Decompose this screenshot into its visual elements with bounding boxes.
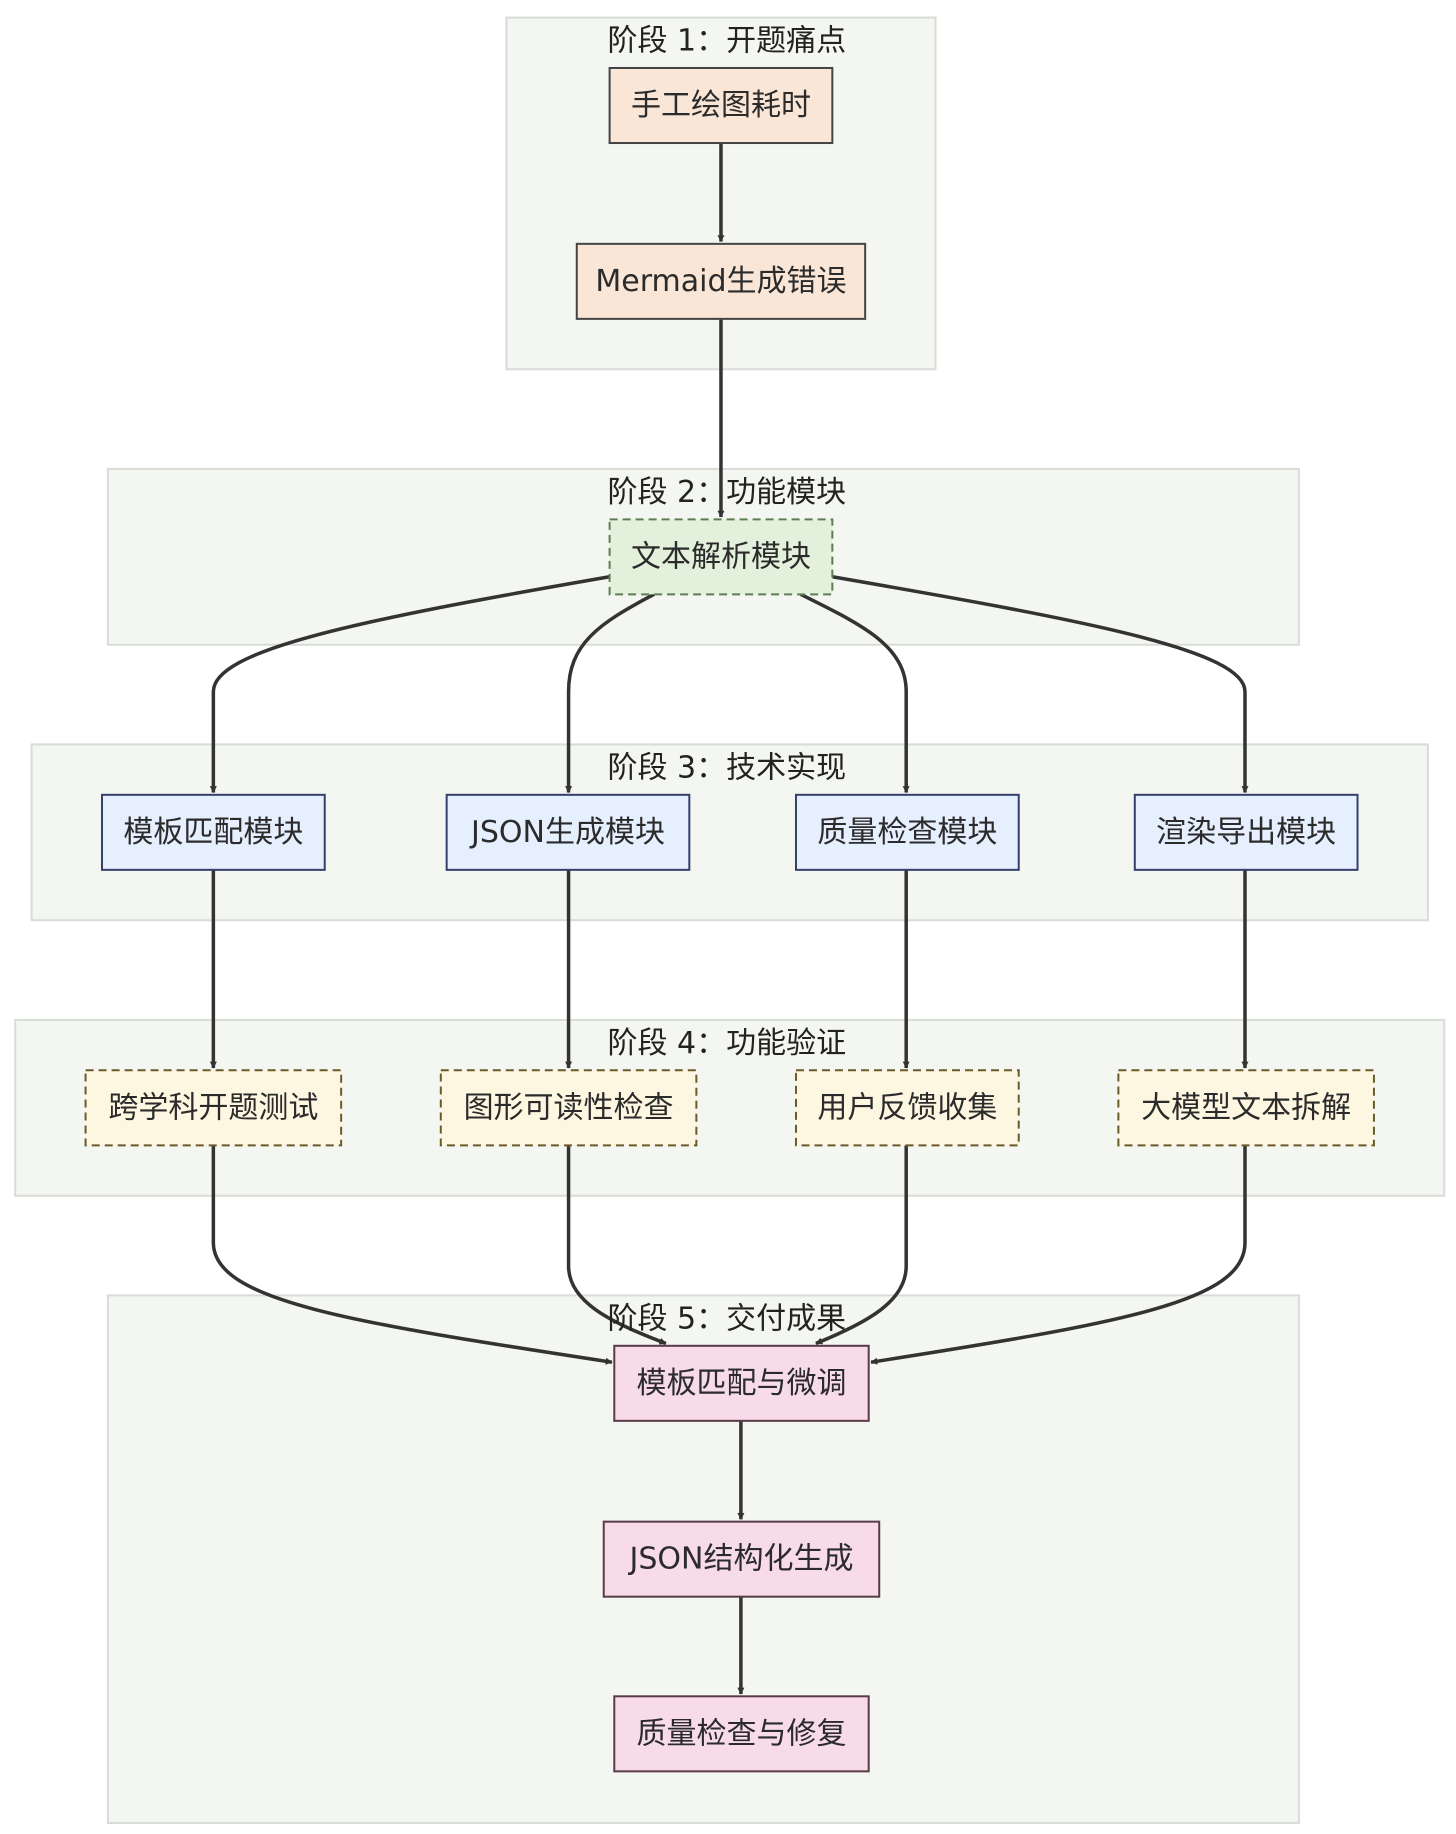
node-label: 跨学科开题测试 [108, 1090, 318, 1125]
node-label: JSON生成模块 [469, 815, 665, 850]
node-box[interactable] [608, 518, 834, 596]
edge-n11-to-n12 [870, 1145, 1247, 1365]
node-label: 质量检查与修复 [636, 1716, 846, 1751]
node-label: 图形可读性检查 [464, 1090, 674, 1125]
node-box[interactable] [1133, 793, 1359, 871]
stage-3-title: 阶段 3：技术实现 [608, 750, 847, 785]
node-label: 文本解析模块 [631, 539, 811, 574]
edge-n3-to-n5 [565, 592, 655, 794]
node-box[interactable] [602, 1520, 881, 1598]
node-n10[interactable]: 用户反馈收集 [794, 1069, 1020, 1147]
node-box[interactable] [794, 1069, 1020, 1147]
edge-n9-to-n12 [566, 1145, 667, 1346]
node-n6[interactable]: 质量检查模块 [794, 793, 1020, 871]
node-box[interactable] [1117, 1069, 1375, 1147]
node-box[interactable] [575, 242, 867, 320]
edge-n3-to-n6 [799, 592, 910, 794]
node-box[interactable] [608, 66, 834, 145]
node-box[interactable] [613, 1695, 870, 1773]
node-box[interactable] [613, 1344, 870, 1422]
node-n13[interactable]: JSON结构化生成 [602, 1520, 881, 1598]
node-label: 模板匹配与微调 [636, 1366, 846, 1401]
node-n12[interactable]: 模板匹配与微调 [613, 1344, 870, 1422]
node-box[interactable] [794, 793, 1020, 871]
node-label: 手工绘图耗时 [631, 88, 811, 123]
edge-n10-to-n12 [815, 1145, 908, 1346]
edge-n3-to-n4 [209, 575, 610, 794]
node-label: 大模型文本拆解 [1141, 1090, 1351, 1125]
node-label: 用户反馈收集 [817, 1090, 997, 1125]
node-n3[interactable]: 文本解析模块 [608, 518, 834, 596]
node-n9[interactable]: 图形可读性检查 [439, 1069, 698, 1147]
stage-4-title: 阶段 4：功能验证 [608, 1026, 847, 1061]
node-box[interactable] [439, 1069, 698, 1147]
node-box[interactable] [84, 1069, 343, 1147]
edge-n3-to-n7 [832, 575, 1249, 794]
node-n11[interactable]: 大模型文本拆解 [1117, 1069, 1375, 1147]
node-n2[interactable]: Mermaid生成错误 [575, 242, 867, 320]
node-label: Mermaid生成错误 [595, 264, 846, 299]
node-n8[interactable]: 跨学科开题测试 [84, 1069, 343, 1147]
stage-2-title: 阶段 2：功能模块 [608, 475, 847, 510]
node-n7[interactable]: 渲染导出模块 [1133, 793, 1359, 871]
node-label: 质量检查模块 [817, 815, 997, 850]
node-n5[interactable]: JSON生成模块 [445, 793, 691, 871]
node-box[interactable] [445, 793, 691, 871]
edge-n8-to-n12 [211, 1145, 613, 1365]
node-n1[interactable]: 手工绘图耗时 [608, 66, 834, 145]
edges-layer [209, 143, 1249, 1695]
stage-1-title: 阶段 1：开题痛点 [608, 24, 847, 59]
node-box[interactable] [100, 793, 326, 871]
node-label: 渲染导出模块 [1156, 815, 1336, 850]
node-label: JSON结构化生成 [628, 1542, 854, 1577]
node-label: 模板匹配模块 [123, 815, 303, 850]
stage-5-title: 阶段 5：交付成果 [608, 1301, 847, 1336]
node-n4[interactable]: 模板匹配模块 [100, 793, 326, 871]
node-n14[interactable]: 质量检查与修复 [613, 1695, 870, 1773]
